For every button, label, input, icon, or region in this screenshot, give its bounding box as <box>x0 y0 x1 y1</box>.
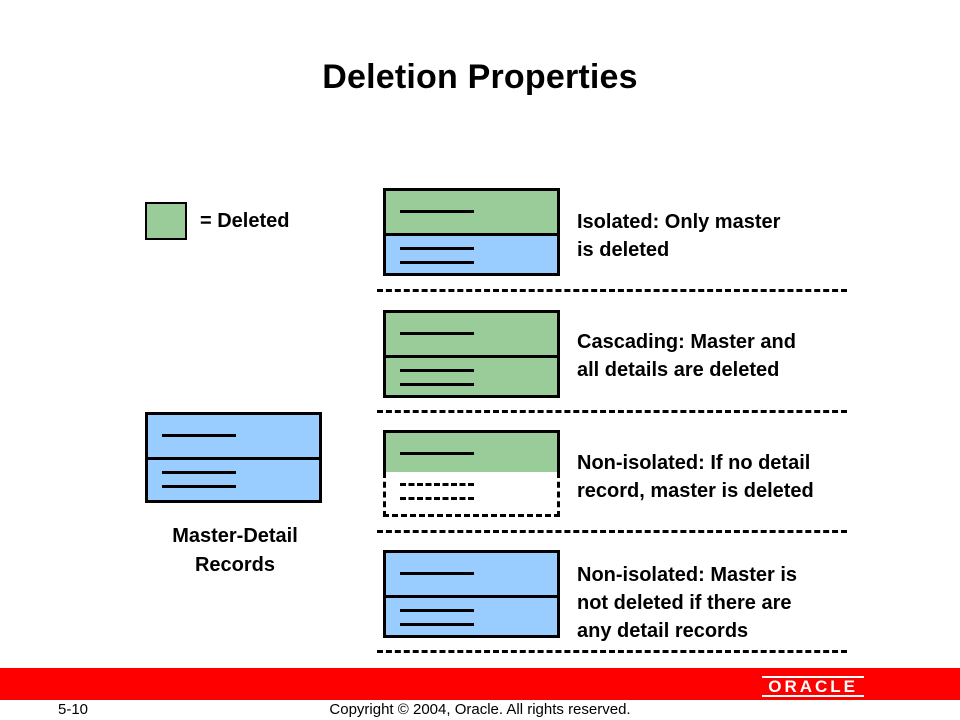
dashed-separator <box>377 650 847 653</box>
page-number: 5-10 <box>58 701 89 718</box>
master-row <box>148 415 319 460</box>
deleted-legend-swatch <box>145 202 187 240</box>
description-line: any detail records <box>577 620 749 642</box>
master-detail-label-line: Master-Detail <box>172 525 298 547</box>
master-row-line <box>400 452 474 455</box>
oracle-logo: ORACLE <box>762 676 864 697</box>
description-line: record, master is deleted <box>577 480 814 502</box>
detail-row-kept <box>386 598 557 638</box>
isolated-description: Isolated: Only master is deleted <box>577 208 877 264</box>
non-isolated-with-details-description: Non-isolated: Master is not deleted if t… <box>577 561 877 645</box>
master-detail-label: Master-Detail Records <box>150 522 320 580</box>
detail-row-line <box>400 623 474 626</box>
description-line: Non-isolated: If no detail <box>577 452 811 474</box>
description-line: Isolated: Only master <box>577 211 781 233</box>
absent-detail-line <box>400 497 474 500</box>
absent-detail-placeholder <box>383 472 560 517</box>
deleted-legend-label: = Deleted <box>200 210 290 232</box>
detail-row <box>148 460 319 500</box>
detail-row-line <box>400 247 474 250</box>
master-row-line <box>400 572 474 575</box>
detail-row-deleted <box>386 358 557 398</box>
footer-bar <box>0 668 960 700</box>
copyright-notice: Copyright © 2004, Oracle. All rights res… <box>329 701 631 718</box>
dashed-separator <box>377 289 847 292</box>
absent-detail-line <box>400 483 474 486</box>
isolated-record <box>383 188 560 276</box>
description-line: is deleted <box>577 239 670 261</box>
detail-row-line <box>400 261 474 264</box>
non-isolated-no-detail-master <box>383 430 560 475</box>
master-detail-record <box>145 412 322 503</box>
description-line: Non-isolated: Master is <box>577 564 798 586</box>
description-line: Cascading: Master and <box>577 331 796 353</box>
detail-row-kept <box>386 236 557 276</box>
non-isolated-no-detail-description: Non-isolated: If no detail record, maste… <box>577 449 877 505</box>
dashed-separator <box>377 410 847 413</box>
detail-row-line <box>162 485 236 488</box>
slide-title: Deletion Properties <box>322 58 638 96</box>
master-row-line <box>400 210 474 213</box>
dashed-separator <box>377 530 847 533</box>
description-line: all details are deleted <box>577 359 780 381</box>
master-row-deleted <box>386 313 557 358</box>
cascading-description: Cascading: Master and all details are de… <box>577 328 877 384</box>
detail-row-line <box>400 369 474 372</box>
detail-row-line <box>400 609 474 612</box>
master-row-line <box>162 434 236 437</box>
description-line: not deleted if there are <box>577 592 792 614</box>
master-row-deleted <box>386 191 557 236</box>
cascading-record <box>383 310 560 398</box>
detail-row-line <box>400 383 474 386</box>
non-isolated-with-details-record <box>383 550 560 638</box>
master-detail-label-line: Records <box>194 554 276 576</box>
detail-row-line <box>162 471 236 474</box>
master-row-kept <box>386 553 557 598</box>
master-row-line <box>400 332 474 335</box>
